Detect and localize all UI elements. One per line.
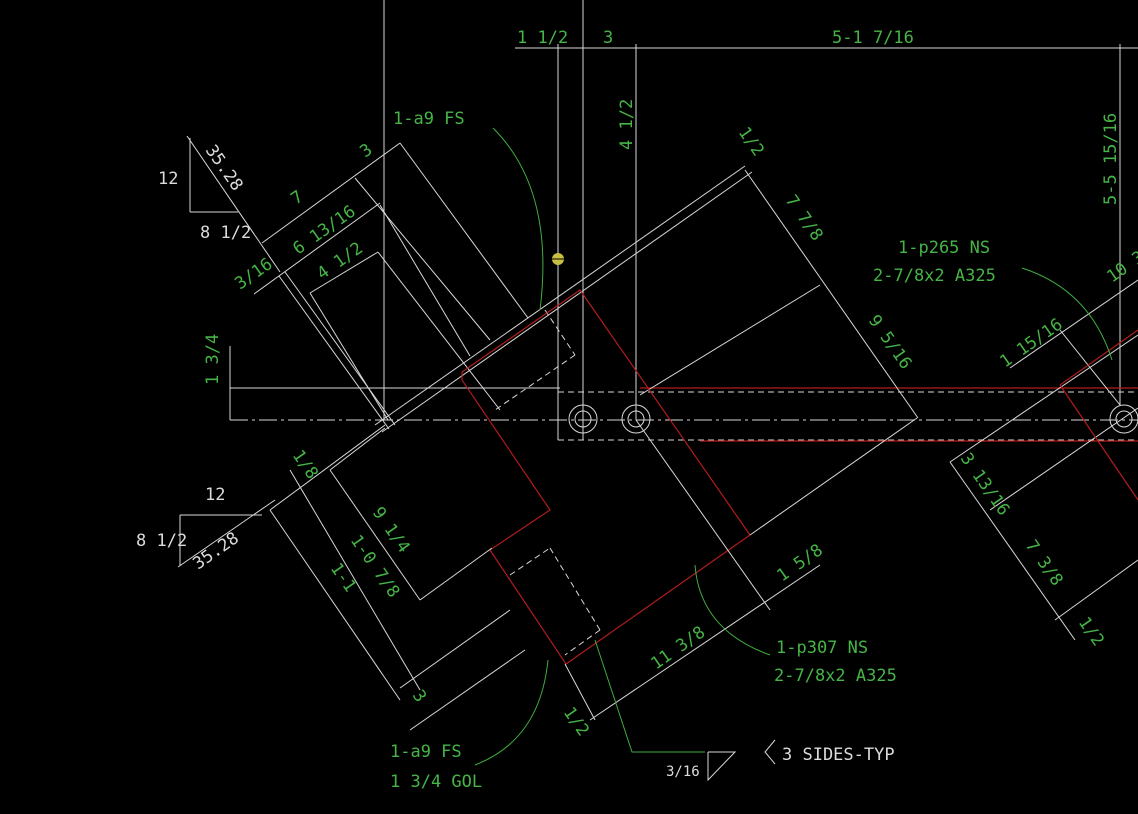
bolt-icon [621, 404, 651, 434]
weld-symbol-icon [707, 751, 737, 782]
callout-top-weld: 1-a9 FS [393, 109, 465, 129]
member-outline [461, 289, 751, 665]
dim-upper-a: 3 [356, 140, 376, 162]
dim-upper-b: 7 [287, 187, 307, 209]
bolt-holes [551, 253, 1138, 434]
dim-vert-3: 1 3/4 [203, 334, 223, 385]
dim-top-2: 3 [603, 28, 613, 48]
dim-right-b: 1 15/16 [996, 315, 1066, 372]
upper-slope-run: 8 1/2 [200, 223, 251, 243]
bolt-icon [1109, 404, 1138, 434]
callout-bottom-weld: 1-a9 FS [390, 742, 462, 762]
dim-lower-h: 11 3/8 [647, 622, 709, 674]
lower-slope-rise: 8 1/2 [136, 531, 187, 551]
dim-top-3: 5-1 7/16 [832, 28, 914, 48]
dim-vert-1: 4 1/2 [617, 99, 637, 150]
upper-slope-triangle [186, 135, 281, 273]
dim-lower-d: 1-1 [326, 559, 360, 596]
dim-upper-f: 1/2 [734, 123, 768, 160]
callout-mid-plate: 1-p307 NS [776, 638, 868, 658]
dim-lower-g: 1 5/8 [773, 540, 826, 586]
dim-upper-g: 7 7/8 [781, 191, 827, 244]
dim-vert-2: 5-5 15/16 [1101, 113, 1121, 205]
callout-top-right-bolts: 2-7/8x2 A325 [873, 266, 996, 286]
top-dimension-line [383, 0, 1138, 440]
leaders [474, 127, 1113, 782]
lower-slope-hyp: 35.28 [189, 528, 242, 574]
dim-top-1: 1 1/2 [517, 28, 568, 48]
dim-upper-h: 9 5/16 [864, 311, 916, 373]
lower-slope-run: 12 [205, 485, 225, 505]
lower-slope-triangle [177, 499, 276, 568]
dim-lower-f: 1/2 [559, 703, 593, 740]
upper-brace-plate [253, 142, 919, 433]
upper-slope-rise: 12 [158, 169, 178, 189]
callout-bottom-gol: 1 3/4 GOL [390, 772, 482, 792]
dim-lower-a: 1/8 [288, 446, 322, 483]
dim-right-a: 10 3 [1103, 247, 1138, 287]
dim-right-d: 7 3/8 [1021, 536, 1067, 589]
upper-slope-hyp: 35.28 [201, 141, 247, 194]
dim-right-e: 1/2 [1074, 613, 1108, 650]
callout-top-right-plate: 1-p265 NS [898, 238, 990, 258]
weld-note: 3 SIDES-TYP [782, 745, 895, 765]
bolt-icon [568, 404, 598, 434]
dim-upper-e: 3/16 [231, 254, 276, 294]
callout-mid-bolts: 2-7/8x2 A325 [774, 666, 897, 686]
right-plate [949, 279, 1138, 641]
weld-size: 3/16 [666, 764, 700, 780]
lower-brace-plate [269, 417, 918, 731]
dim-right-c: 3 13/16 [956, 449, 1013, 519]
dim-lower-e: 3 [408, 686, 430, 706]
